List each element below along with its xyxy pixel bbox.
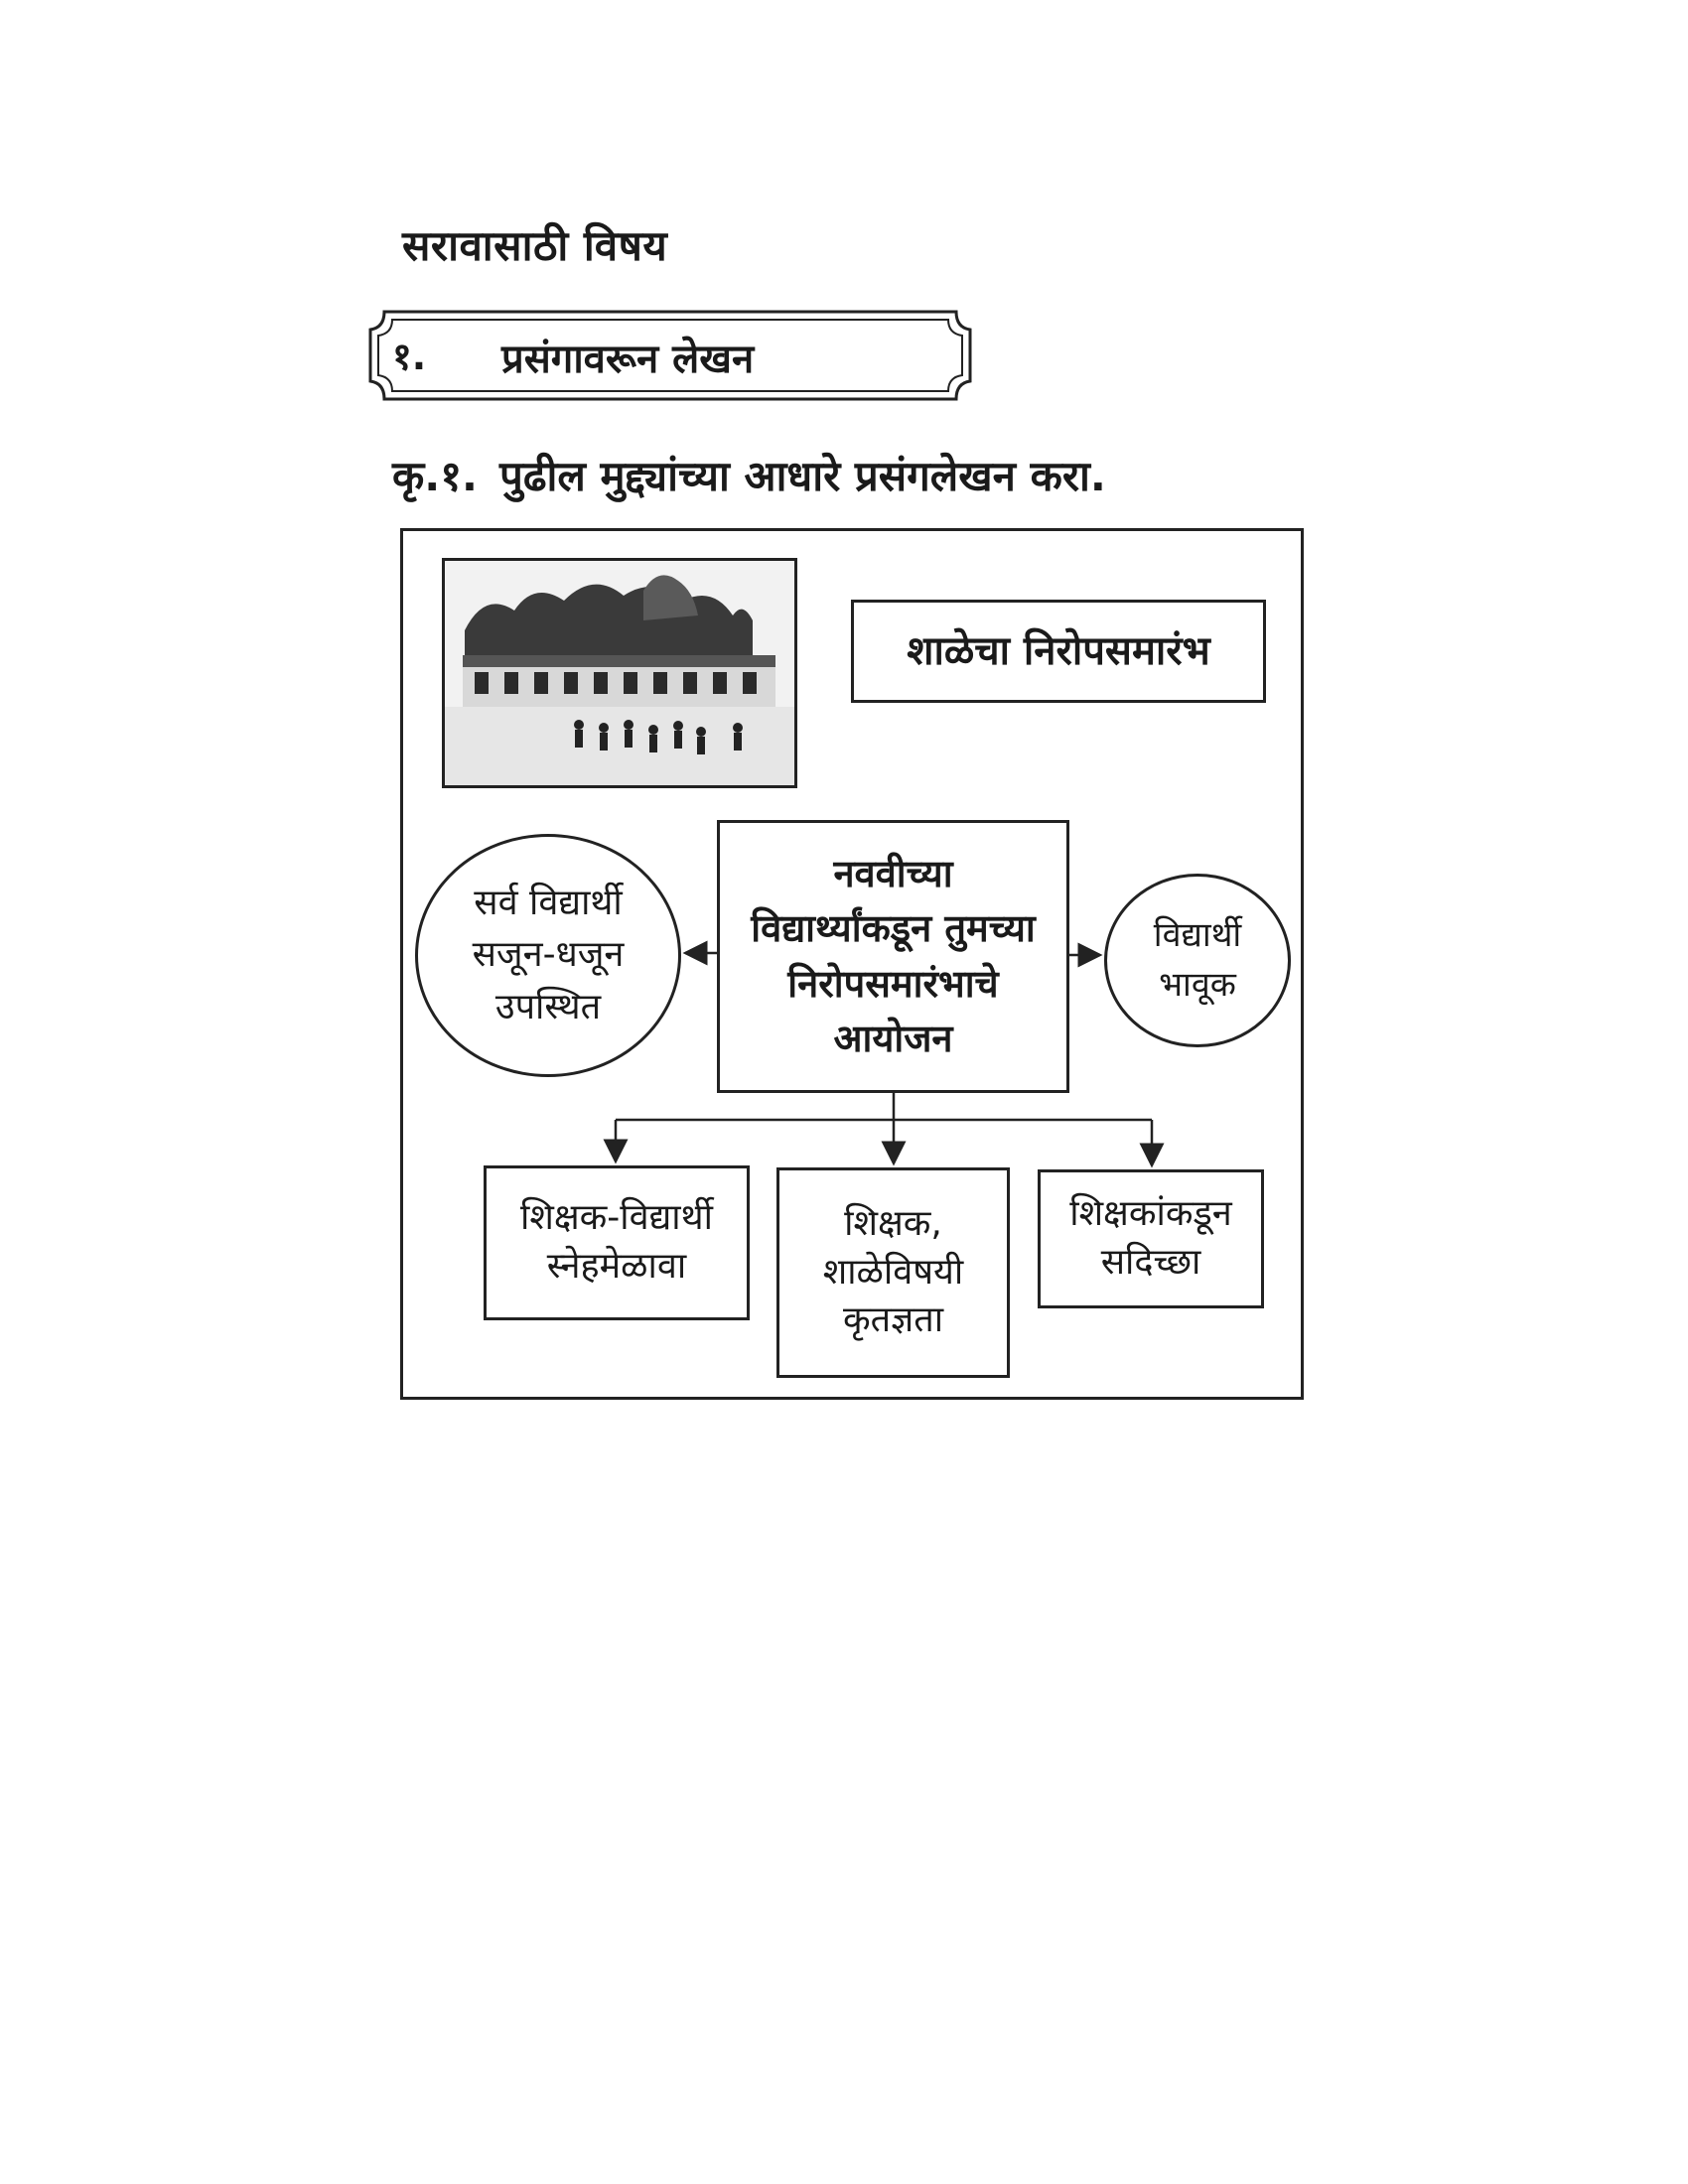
bottom-box-line: शिक्षक-विद्यार्थी [520, 1197, 713, 1239]
left-ellipse: सर्व विद्यार्थी सजून-धजून उपस्थित [415, 834, 681, 1077]
center-line: विद्यार्थ्यांकडून तुमच्या [751, 906, 1036, 951]
left-ellipse-line: सजून-धजून [472, 934, 625, 976]
bottom-box-line: कृतज्ञता [842, 1299, 944, 1341]
section-banner: १. प्रसंगावरून लेखन [362, 306, 978, 405]
center-box: नववीच्या विद्यार्थ्यांकडून तुमच्या निरोप… [717, 820, 1069, 1093]
bottom-box-2: शिक्षक, शाळेविषयी कृतज्ञता [776, 1167, 1010, 1378]
diagram-title-box: शाळेचा निरोपसमारंभ [851, 600, 1266, 703]
bottom-box-line: सदिच्छा [1100, 1242, 1201, 1283]
center-line: निरोपसमारंभाचे [787, 961, 999, 1006]
left-ellipse-line: सर्व विद्यार्थी [474, 883, 623, 924]
page-heading: सरावासाठी विषय [402, 221, 668, 270]
right-ellipse-line: विद्यार्थी [1153, 915, 1242, 956]
center-line: आयोजन [833, 1016, 953, 1060]
question: कृ.१. पुढील मुद्द्यांच्या आधारे प्रसंगलेख… [392, 447, 1106, 503]
right-ellipse-line: भावूक [1159, 964, 1236, 1005]
center-line: नववीच्या [833, 852, 953, 896]
banner-title: प्रसंगावरून लेखन [501, 337, 755, 382]
bottom-box-3: शिक्षकांकडून सदिच्छा [1038, 1169, 1264, 1308]
bottom-box-line: शिक्षकांकडून [1069, 1193, 1232, 1235]
bottom-box-line: स्नेहमेळावा [546, 1246, 687, 1287]
right-ellipse: विद्यार्थी भावूक [1104, 874, 1291, 1047]
banner-border [368, 310, 972, 401]
question-text: पुढील मुद्द्यांच्या आधारे प्रसंगलेखन करा… [499, 452, 1106, 500]
bottom-box-1: शिक्षक-विद्यार्थी स्नेहमेळावा [484, 1165, 750, 1320]
banner-number: १. [392, 335, 427, 378]
bottom-box-line: शाळेविषयी [822, 1251, 964, 1293]
bottom-box-line: शिक्षक, [844, 1203, 942, 1245]
left-ellipse-line: उपस्थित [494, 986, 602, 1027]
question-number: कृ.१. [392, 452, 479, 500]
school-photo [442, 558, 797, 788]
diagram-frame [400, 528, 1304, 1400]
